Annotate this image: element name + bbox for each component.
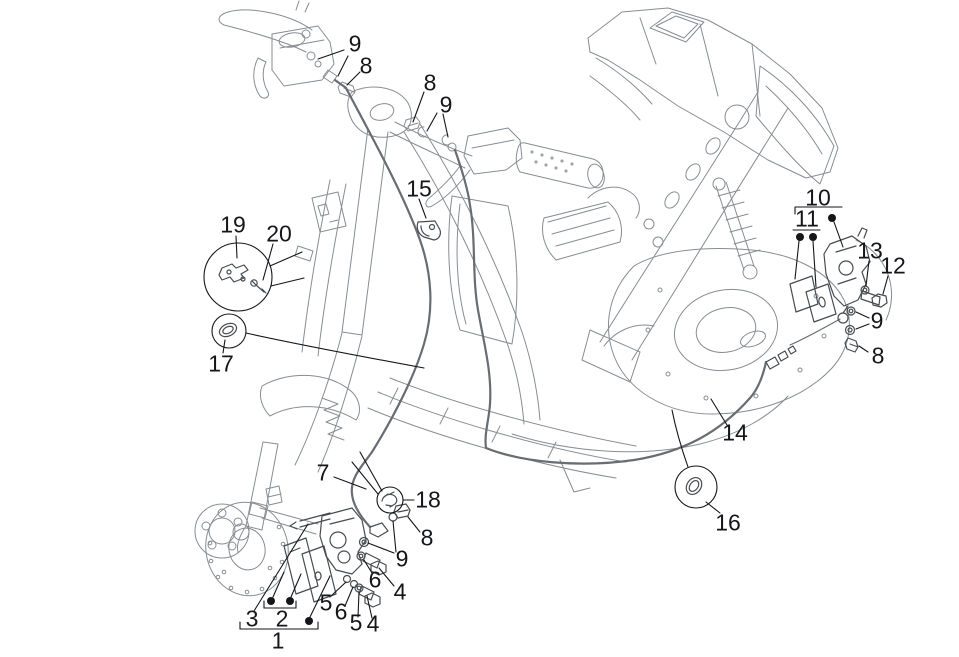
callout-20-bracket-screw: 20 bbox=[266, 220, 292, 247]
callout-19-bracket: 19 bbox=[220, 211, 246, 238]
rear-brake-pipe-inner-cable bbox=[789, 318, 841, 346]
steering-head-drawing bbox=[347, 86, 412, 138]
callout-7-front-brake-hose: 7 bbox=[316, 459, 330, 486]
callout-6-front-washer-upper: 6 bbox=[368, 566, 382, 593]
callout-13-rear-washer: 13 bbox=[857, 237, 883, 264]
hose-clip-18-part bbox=[381, 491, 398, 508]
detail-circle-19-20 bbox=[203, 242, 273, 312]
callout-10-rear-caliper-kit: 10 bbox=[805, 184, 831, 211]
callout-16-pipe-grommet: 16 bbox=[715, 509, 741, 536]
callout-4-front-bolt-upper: 4 bbox=[393, 578, 407, 605]
callout-8-rear-caliper-bolt: 8 bbox=[871, 342, 885, 369]
engine-drawing bbox=[542, 186, 893, 415]
callout-4-front-bolt-lower: 4 bbox=[366, 610, 380, 637]
frame-floorboard-drawing bbox=[294, 123, 789, 493]
callout-18-hose-clip: 18 bbox=[415, 486, 441, 513]
callout-5-front-spring-upper: 5 bbox=[319, 589, 333, 616]
kit-bullet-1 bbox=[267, 597, 275, 605]
callout-8-rear-lever-bolt: 8 bbox=[423, 69, 437, 96]
rear-master-cylinder-drawing bbox=[389, 116, 605, 208]
kit-bullet-2 bbox=[286, 597, 294, 605]
kit-bullet-layer bbox=[267, 214, 836, 625]
grommet-16-part bbox=[685, 477, 703, 495]
callout-2-front-pads-kit: 2 bbox=[275, 605, 289, 632]
grommet-17-part bbox=[218, 322, 238, 338]
callout-14-rear-brake-pipe: 14 bbox=[722, 419, 748, 446]
vehicle-line-art bbox=[194, 0, 893, 597]
leader-lines bbox=[222, 49, 889, 619]
rear-bodywork-drawing bbox=[587, 7, 839, 185]
callout-6-front-washer-lower: 6 bbox=[334, 598, 348, 625]
kit-bullet-6 bbox=[828, 214, 836, 222]
annotation-layer bbox=[203, 49, 889, 630]
front-fork-drawing bbox=[237, 127, 389, 553]
detail-circle-17 bbox=[211, 313, 247, 349]
callout-8-front-caliper-banjo-bolt: 8 bbox=[420, 524, 434, 551]
detail-circle-16 bbox=[674, 465, 718, 509]
rear-frame-spar-drawing bbox=[581, 91, 789, 383]
kit-brackets bbox=[239, 206, 843, 630]
front-brake-hose-drawing bbox=[333, 78, 432, 529]
callout-3-pad-spring: 3 bbox=[245, 605, 259, 632]
rear-brake-pipe-main-drawing bbox=[484, 360, 768, 465]
callout-1-front-caliper-kit: 1 bbox=[271, 627, 285, 654]
callout-9-front-lever-washers: 9 bbox=[348, 30, 362, 57]
bracket-19-20-part bbox=[218, 263, 267, 294]
cable-clamp-part bbox=[416, 220, 441, 241]
front-caliper-part bbox=[283, 503, 411, 608]
rear-shock-drawing bbox=[712, 177, 761, 280]
callout-15-cable-clamp: 15 bbox=[406, 175, 432, 202]
callout-17-grommet: 17 bbox=[208, 350, 234, 377]
disc-holes bbox=[207, 524, 286, 595]
callout-12-rear-bolt: 12 bbox=[880, 252, 906, 279]
rear-caliper-part bbox=[765, 227, 888, 370]
callout-9-rear-caliper-washers: 9 bbox=[870, 307, 884, 334]
kit-bullet-4 bbox=[796, 233, 804, 241]
callout-9-rear-lever-clips: 9 bbox=[439, 91, 453, 118]
kit-bullet-5 bbox=[809, 233, 817, 241]
callout-9-front-caliper-washers: 9 bbox=[395, 545, 409, 572]
front-wheel-disc-drawing bbox=[194, 501, 319, 597]
callout-8-front-lever-bolt: 8 bbox=[359, 52, 373, 79]
callout-5-front-spring-lower: 5 bbox=[349, 609, 363, 636]
kit-bullet-3 bbox=[305, 617, 313, 625]
callout-11-rear-pads-kit: 11 bbox=[795, 205, 819, 232]
rear-brake-pipe-front-drawing bbox=[453, 148, 492, 450]
brake-lines bbox=[333, 78, 841, 529]
brake-parts bbox=[218, 220, 888, 608]
